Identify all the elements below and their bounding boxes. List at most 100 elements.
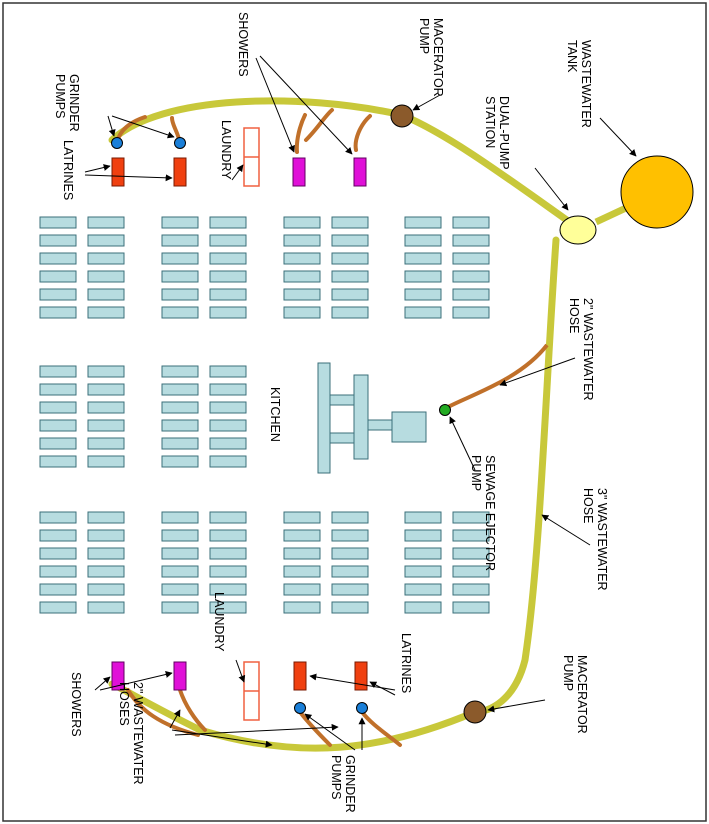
tent (331, 288, 369, 301)
tent (209, 547, 247, 560)
tent (283, 583, 321, 596)
tent (283, 601, 321, 614)
tent (209, 419, 247, 432)
tent (87, 583, 125, 596)
grinder-pump-bottom-2 (356, 702, 368, 714)
latrine-top-2 (173, 157, 187, 187)
tent (331, 565, 369, 578)
hose-2in-label: 2" WASTEWATERHOSE (567, 298, 595, 401)
dual-pump-station-label: DUAL-PUMPSTATION (483, 96, 511, 170)
tent (404, 511, 442, 524)
laundry-top (243, 127, 260, 187)
tent (452, 511, 490, 524)
tent (404, 252, 442, 265)
tent (161, 306, 199, 319)
tent (87, 419, 125, 432)
tent (39, 455, 77, 468)
tent (87, 601, 125, 614)
tent (452, 270, 490, 283)
tent (87, 455, 125, 468)
tent (87, 437, 125, 450)
tent (87, 529, 125, 542)
tent (87, 401, 125, 414)
tent (404, 306, 442, 319)
tent (404, 565, 442, 578)
tent (39, 601, 77, 614)
tent (39, 365, 77, 378)
dual-pump-station (559, 215, 597, 245)
tent (161, 401, 199, 414)
tent (39, 437, 77, 450)
tent (39, 401, 77, 414)
laundry-top-label: LAUNDRY (219, 120, 233, 180)
tent (331, 270, 369, 283)
shower-top-1 (292, 157, 306, 187)
tent (331, 252, 369, 265)
latrines-bottom-label: LATRINES (399, 633, 413, 693)
tent (452, 565, 490, 578)
tent (161, 270, 199, 283)
tent (39, 216, 77, 229)
tent (161, 216, 199, 229)
tent (161, 365, 199, 378)
tent (87, 306, 125, 319)
kitchen-label: KITCHEN (268, 387, 282, 442)
laundry-bottom (243, 661, 260, 721)
tent (161, 547, 199, 560)
tent (331, 511, 369, 524)
tent (209, 437, 247, 450)
tent (209, 306, 247, 319)
macerator-pump-top (390, 104, 414, 128)
grinder-pumps-top-label: GRINDERPUMPS (53, 74, 81, 132)
tent (283, 547, 321, 560)
tent (452, 601, 490, 614)
tent (209, 583, 247, 596)
tent (161, 583, 199, 596)
tent (161, 252, 199, 265)
latrine-bottom-2 (354, 661, 368, 691)
tent (404, 234, 442, 247)
tent-grid (39, 216, 490, 614)
tent (283, 565, 321, 578)
tent (161, 529, 199, 542)
latrine-top-1 (111, 157, 125, 187)
tent (87, 565, 125, 578)
wastewater-tank-label: WASTEWATERTANK (565, 40, 593, 128)
tent (87, 288, 125, 301)
macerator-pump-bottom (463, 700, 487, 724)
tent (209, 601, 247, 614)
tent (283, 234, 321, 247)
tent (331, 601, 369, 614)
tent (283, 288, 321, 301)
tent (404, 547, 442, 560)
tent (209, 383, 247, 396)
grinder-pumps-bottom-label: GRINDERPUMPS (329, 755, 357, 813)
shower-bottom-1 (111, 661, 125, 691)
tank-link-hose (594, 204, 628, 226)
sewage-ejector-hose (445, 343, 549, 410)
tent (209, 270, 247, 283)
tent (209, 511, 247, 524)
sewage-ejector-pump (439, 404, 451, 416)
tent (331, 216, 369, 229)
tent (87, 365, 125, 378)
tent (39, 252, 77, 265)
tent (87, 511, 125, 524)
tent (331, 529, 369, 542)
tent (39, 547, 77, 560)
tent (39, 383, 77, 396)
tent (209, 529, 247, 542)
hoses-2in-bottom-label: 2" WASTEWATERHOSES (117, 682, 145, 785)
tent (404, 216, 442, 229)
tent (39, 306, 77, 319)
tent (452, 288, 490, 301)
wastewater-tank (620, 155, 694, 229)
tent (39, 288, 77, 301)
tent (331, 583, 369, 596)
tent (331, 234, 369, 247)
latrine-bottom-1 (293, 661, 307, 691)
tent (404, 601, 442, 614)
tent (161, 234, 199, 247)
